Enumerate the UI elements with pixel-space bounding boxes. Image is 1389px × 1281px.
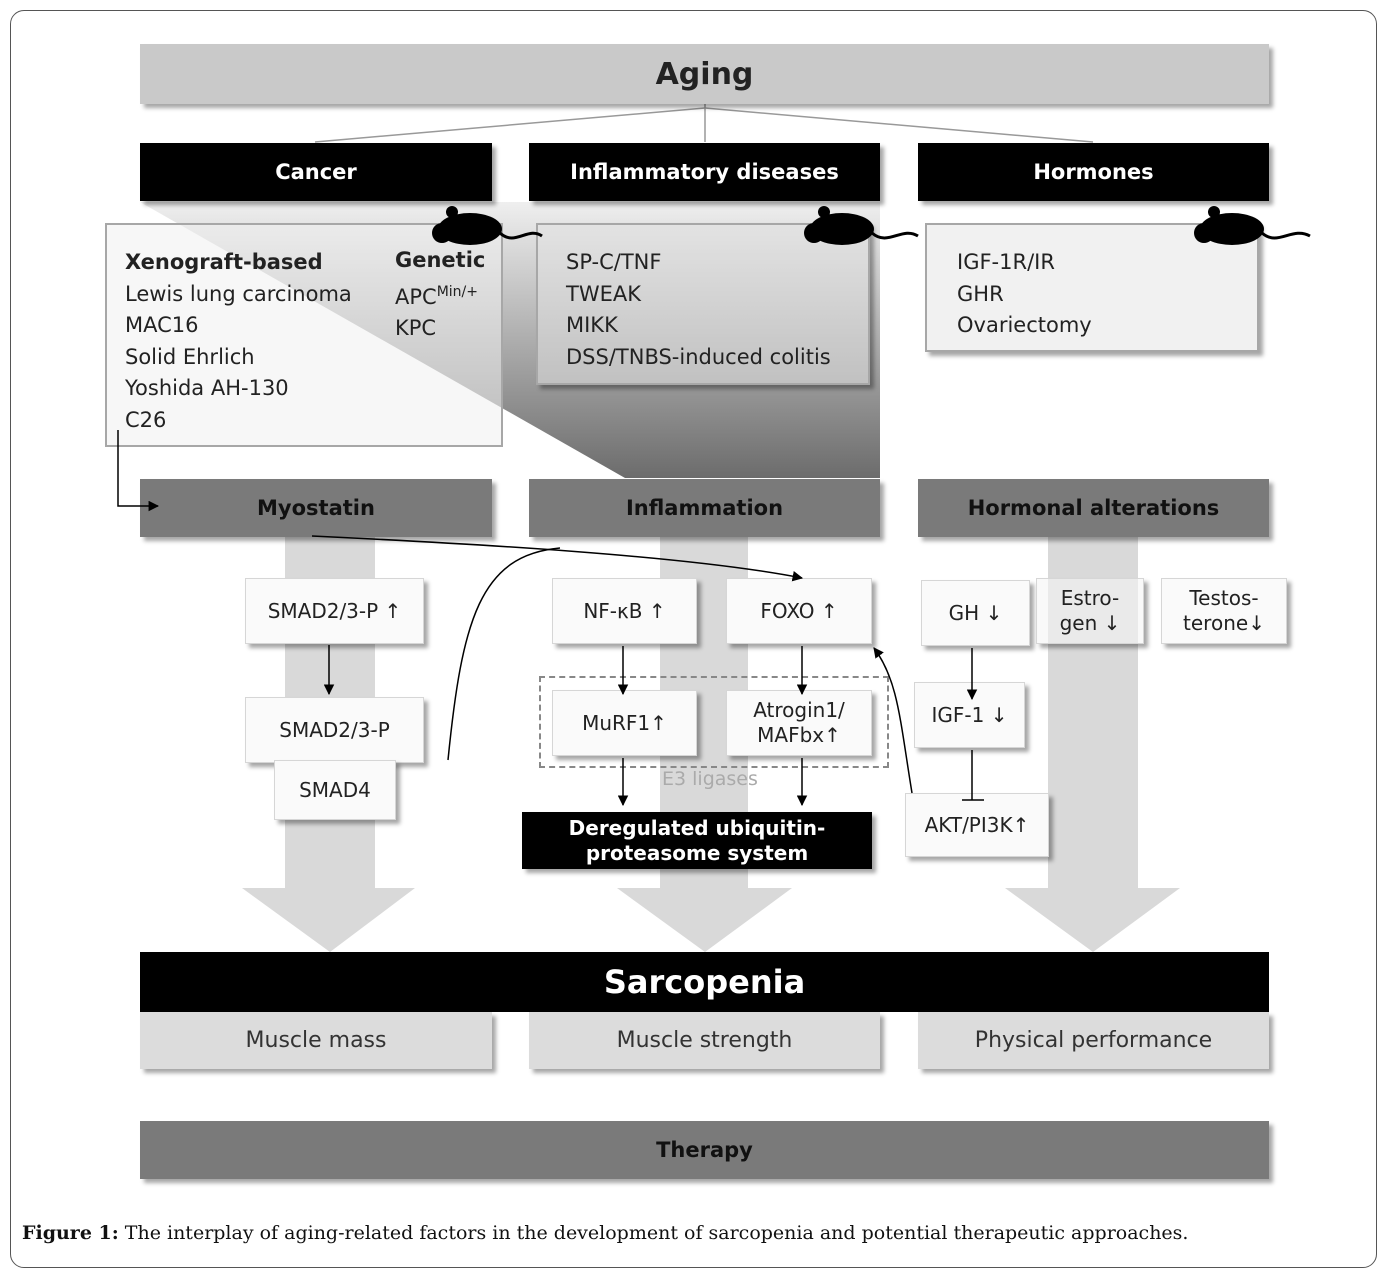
xenograft-item: Lewis lung carcinoma bbox=[125, 281, 352, 306]
inflammatory-model-item: MIKK bbox=[566, 313, 618, 337]
xenograft-item: MAC16 bbox=[125, 313, 199, 337]
xenograft-item: Solid Ehrlich bbox=[125, 344, 255, 369]
component-muscle-strength: Muscle strength bbox=[529, 1012, 880, 1069]
node-gh-label: GH bbox=[948, 600, 980, 625]
node-estrogen-line1: Estro- bbox=[1060, 586, 1120, 610]
caption-text: The interplay of aging-related factors i… bbox=[118, 1222, 1189, 1244]
up-arrow: ↑ bbox=[650, 710, 667, 735]
node-akt-label: AKT/PI3K bbox=[924, 812, 1013, 837]
genetic-item-apc: APCMin/+ bbox=[395, 277, 485, 314]
therapy-label: Therapy bbox=[656, 1138, 753, 1162]
xenograft-item: C26 bbox=[125, 407, 167, 432]
component-physical-performance: Physical performance bbox=[918, 1012, 1269, 1069]
e3-ligases-label: E3 ligases bbox=[662, 768, 758, 790]
aging-banner: Aging bbox=[140, 44, 1269, 104]
outcome-sarcopenia: Sarcopenia bbox=[140, 952, 1269, 1012]
inflammatory-model-item: DSS/TNBS-induced colitis bbox=[566, 344, 831, 369]
component-label: Physical performance bbox=[974, 1028, 1213, 1053]
node-nfkb-label: NF-κB bbox=[583, 598, 643, 623]
figure-frame bbox=[10, 10, 1377, 1268]
node-gh: GH ↓ bbox=[921, 580, 1030, 646]
aging-title: Aging bbox=[655, 56, 754, 92]
node-testosterone-line1: Testos- bbox=[1189, 586, 1259, 610]
category-hormones-label: Hormones bbox=[1033, 160, 1154, 184]
node-nfkb: NF-κB ↑ bbox=[552, 578, 697, 644]
myostatin-to-foxo-arrow bbox=[311, 535, 804, 582]
category-inflammatory-label: Inflammatory diseases bbox=[570, 160, 839, 184]
mechanism-hormonal-label: Hormonal alterations bbox=[967, 496, 1220, 520]
up-arrow: ↑ bbox=[384, 598, 402, 623]
genetic-apc: APC bbox=[395, 284, 437, 309]
mouse-icon bbox=[432, 206, 543, 245]
category-cancer: Cancer bbox=[140, 143, 492, 201]
hormone-model-item: GHR bbox=[957, 281, 1004, 306]
inflammatory-model-item: SP-C/TNF bbox=[566, 250, 662, 274]
category-inflammatory-diseases: Inflammatory diseases bbox=[529, 143, 880, 201]
inflammatory-models-panel: SP-C/TNF TWEAK MIKK DSS/TNBS-induced col… bbox=[536, 223, 870, 385]
node-smad23p-label: SMAD2/3-P bbox=[279, 717, 390, 742]
node-estrogen-line2: gen bbox=[1059, 611, 1098, 635]
node-smad4-label: SMAD4 bbox=[299, 777, 371, 802]
xenograft-heading: Xenograft-based bbox=[125, 250, 323, 274]
akt-to-foxo-arrow bbox=[873, 647, 913, 794]
node-smad4: SMAD4 bbox=[274, 760, 396, 820]
node-smad23p: SMAD2/3-P bbox=[245, 697, 424, 763]
node-akt-pi3k: AKT/PI3K↑ bbox=[905, 793, 1049, 857]
node-atrogin1: Atrogin1/ MAFbx↑ bbox=[726, 690, 872, 756]
mouse-icon bbox=[1194, 206, 1311, 245]
smad-to-inflammation-curve bbox=[447, 547, 561, 761]
node-foxo: FOXO ↑ bbox=[726, 578, 872, 644]
component-label: Muscle mass bbox=[245, 1028, 387, 1053]
up-arrow: ↑ bbox=[1012, 812, 1030, 837]
node-smad23p-up: SMAD2/3-P ↑ bbox=[245, 578, 424, 644]
down-arrow: ↓ bbox=[990, 702, 1008, 727]
node-ups-line2: proteasome system bbox=[585, 840, 809, 865]
node-murf1: MuRF1↑ bbox=[552, 690, 697, 756]
mechanism-myostatin: Myostatin bbox=[140, 479, 492, 537]
xenograft-item: Yoshida AH-130 bbox=[125, 376, 289, 400]
mouse-icon bbox=[804, 206, 919, 245]
figure-caption: Figure 1: The interplay of aging-related… bbox=[22, 1222, 1188, 1244]
cancer-models-panel: Xenograft-based Lewis lung carcinoma MAC… bbox=[105, 223, 503, 447]
node-atrogin1-line1: Atrogin1/ bbox=[753, 698, 845, 722]
category-cancer-label: Cancer bbox=[275, 160, 357, 184]
inflammatory-model-item: TWEAK bbox=[566, 281, 641, 306]
cancer-to-myostatin-arrow bbox=[117, 430, 160, 512]
node-murf1-label: MuRF1 bbox=[582, 710, 651, 735]
component-muscle-mass: Muscle mass bbox=[140, 1012, 492, 1069]
node-foxo-label: FOXO bbox=[760, 598, 815, 623]
mechanism-inflammation: Inflammation bbox=[529, 479, 880, 537]
component-label: Muscle strength bbox=[616, 1028, 793, 1053]
node-smad23p-up-label: SMAD2/3-P bbox=[267, 598, 379, 623]
up-arrow: ↑ bbox=[824, 723, 841, 747]
down-arrow: ↓ bbox=[1248, 611, 1265, 635]
therapy-bar: Therapy bbox=[140, 1121, 1269, 1179]
hormone-models-panel: IGF-1R/IR GHR Ovariectomy bbox=[925, 223, 1259, 352]
e3-ligases-group bbox=[539, 676, 889, 768]
node-estrogen: Estro- gen ↓ bbox=[1036, 578, 1144, 644]
up-arrow: ↑ bbox=[648, 598, 666, 623]
outcome-title: Sarcopenia bbox=[603, 963, 806, 1001]
genetic-item-kpc: KPC bbox=[395, 316, 437, 340]
mechanism-inflammation-label: Inflammation bbox=[625, 496, 784, 520]
mechanism-myostatin-label: Myostatin bbox=[257, 496, 375, 520]
node-testosterone: Testos- terone↓ bbox=[1161, 578, 1287, 644]
node-ups: Deregulated ubiquitin- proteasome system bbox=[522, 812, 872, 869]
genetic-apc-sup: Min/+ bbox=[436, 283, 478, 300]
node-ups-line1: Deregulated ubiquitin- bbox=[568, 815, 826, 840]
mechanism-hormonal: Hormonal alterations bbox=[918, 479, 1269, 537]
node-igf1-label: IGF-1 bbox=[931, 702, 985, 727]
down-arrow: ↓ bbox=[1103, 611, 1121, 635]
genetic-models: Genetic APCMin/+ KPC bbox=[395, 245, 485, 345]
node-testosterone-line2: terone bbox=[1183, 611, 1249, 635]
genetic-heading: Genetic bbox=[395, 248, 486, 272]
node-atrogin1-line2: MAFbx bbox=[757, 723, 825, 747]
hormone-model-item: IGF-1R/IR bbox=[957, 250, 1055, 274]
up-arrow: ↑ bbox=[820, 598, 838, 623]
down-arrow: ↓ bbox=[985, 600, 1003, 625]
category-hormones: Hormones bbox=[918, 143, 1269, 201]
caption-label: Figure 1: bbox=[22, 1222, 119, 1244]
hormone-model-item: Ovariectomy bbox=[957, 313, 1092, 337]
